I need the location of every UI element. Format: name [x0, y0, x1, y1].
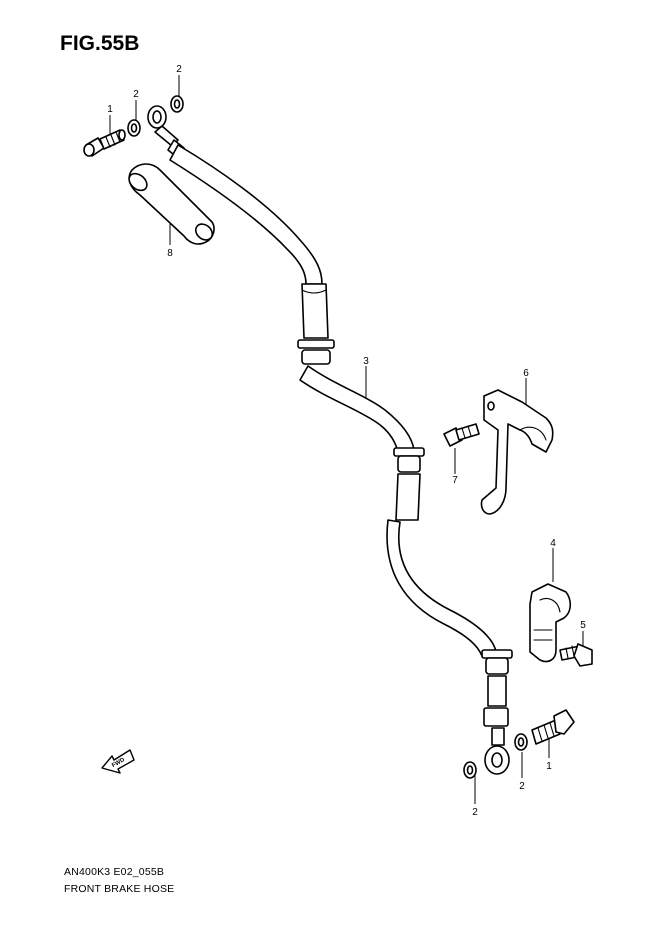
bracket-bolt-lower — [559, 643, 593, 667]
union-bolt-top — [83, 129, 126, 157]
fwd-arrow-icon: FWD — [101, 749, 135, 774]
leader-lines — [109, 75, 584, 804]
callout-5: 5 — [580, 620, 586, 631]
hose-bracket-upper — [480, 389, 554, 515]
callout-1-bottom: 1 — [546, 761, 552, 772]
callout-2-bottom-a: 2 — [519, 781, 525, 792]
hose-bracket-lower — [529, 583, 572, 663]
rubber-boot — [128, 163, 215, 245]
washer-bottom-a — [514, 733, 528, 751]
figure-title: FIG.55B — [60, 32, 140, 55]
washer-top-b — [170, 95, 184, 113]
callout-labels: 1 2 2 8 3 6 7 4 5 1 2 2 — [107, 64, 586, 818]
washer-top-a — [127, 119, 141, 137]
callout-4: 4 — [550, 538, 556, 549]
callout-7: 7 — [452, 475, 458, 486]
callout-2-top-b: 2 — [176, 64, 182, 75]
callout-1-top: 1 — [107, 104, 113, 115]
washer-bottom-b — [463, 761, 477, 779]
callout-6: 6 — [523, 368, 529, 379]
diagram-code: AN400K3 E02_055B — [64, 866, 165, 878]
callout-3: 3 — [363, 356, 369, 367]
callout-2-bottom-b: 2 — [472, 807, 478, 818]
union-bolt-bottom — [531, 709, 575, 745]
bracket-bolt — [443, 423, 480, 447]
callout-2-top-a: 2 — [133, 89, 139, 100]
diagram-name: FRONT BRAKE HOSE — [64, 883, 175, 895]
brake-hose — [147, 105, 513, 775]
callout-8: 8 — [167, 248, 173, 259]
